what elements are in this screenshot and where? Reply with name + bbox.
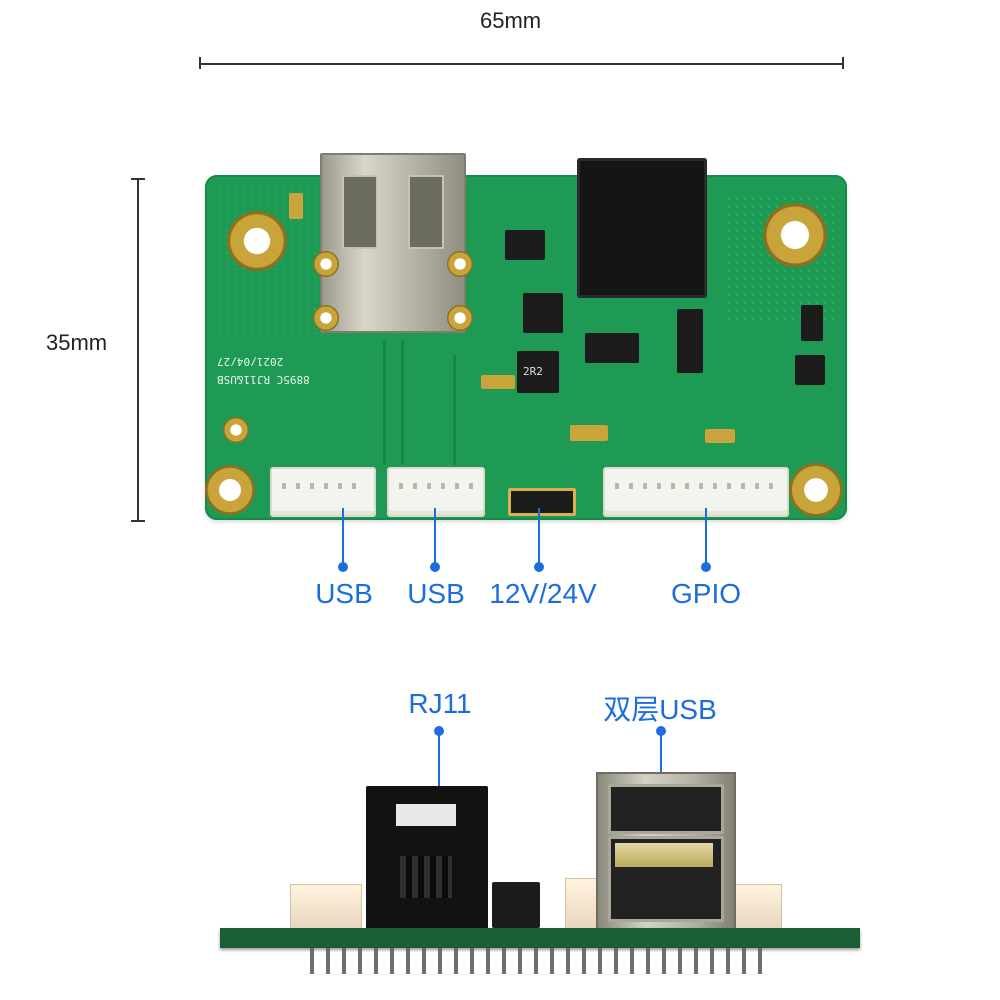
side-header-left [290,884,362,930]
rj11-connector-top [577,158,707,298]
mounting-hole-top-right [763,203,827,267]
mounting-hole-bottom-right [789,463,843,517]
capacitor-2 [481,375,515,389]
width-dimension-line [200,63,844,65]
inductor-marking: 2R2 [523,365,543,378]
capacitor-3 [705,429,735,443]
usb-connector-top [320,153,466,333]
usb-shield-pad-left-2 [313,305,339,331]
callout-dot-usb-1 [338,562,348,572]
mounting-hole-top-left [227,211,287,271]
trace-2 [401,340,404,465]
dual-usb-connector-side [596,772,736,936]
pcb-side-view [220,770,860,990]
usb-port-upper [608,784,724,834]
usb-tongue [615,843,713,867]
callout-dot-usb-2 [430,562,440,572]
usb-shield-pad-right-2 [447,305,473,331]
height-dimension-label: 35mm [46,330,108,355]
height-dimension-line [137,179,139,521]
usb-shield-pad-right [447,251,473,277]
pcb-edge [220,928,860,948]
through-hole-pins [310,948,770,974]
callout-dot-power [534,562,544,572]
usb-slot-left [342,175,378,249]
usb-port-lower [608,836,724,922]
silkscreen-date: 2021/04/27 [217,355,284,368]
ic-chip-4 [795,355,825,385]
height-dimension-tick-top [131,178,145,180]
ic-chip-3 [523,293,563,333]
usb-header-2 [387,467,485,517]
usb-shield-pad-left [313,251,339,277]
ic-chip-6 [505,230,545,260]
callout-line-gpio [705,508,707,566]
rj11-latch [396,804,456,826]
mounting-hole-bottom-left [205,465,255,515]
usb-slot-right [408,175,444,249]
silkscreen-model: 8895C RJ11&USB [217,373,310,386]
label-rj11: RJ11 [408,688,472,719]
height-dimension-tick-bottom [131,520,145,522]
test-pad [223,417,249,443]
voltage-jumper [508,488,576,516]
label-gpio: GPIO [670,578,741,609]
width-dimension-tick-right [842,57,844,69]
callout-line-usb-2 [434,508,436,566]
rj11-contacts [400,856,452,898]
callout-line-rj11 [438,730,440,794]
power-inductor: 2R2 [517,351,559,393]
trace-3 [453,355,456,465]
smd-pad [289,193,303,219]
ic-chip-5 [801,305,823,341]
side-jumper [492,882,540,928]
callout-dot-gpio [701,562,711,572]
side-header-right [730,884,782,930]
usb-header-1 [270,467,376,517]
callout-line-usb-1 [342,508,344,566]
pcb-top-view: 2R2 2021/04/27 8895C RJ11&USB [205,153,847,520]
width-dimension-label: 65mm [480,8,542,33]
callout-line-power [538,508,540,566]
callout-line-dual-usb [660,730,662,794]
trace [383,340,386,465]
label-dual-usb: 双层USB [603,694,717,725]
ic-chip-2 [677,309,703,373]
ic-chip [585,333,639,363]
gpio-header [603,467,789,517]
capacitor [570,425,608,441]
width-dimension-tick-left [199,57,201,69]
rj11-jack-side [366,786,488,932]
label-power-voltage: 12V/24V [489,578,597,609]
label-usb-2: USB [407,578,465,609]
label-usb-1: USB [315,578,373,609]
